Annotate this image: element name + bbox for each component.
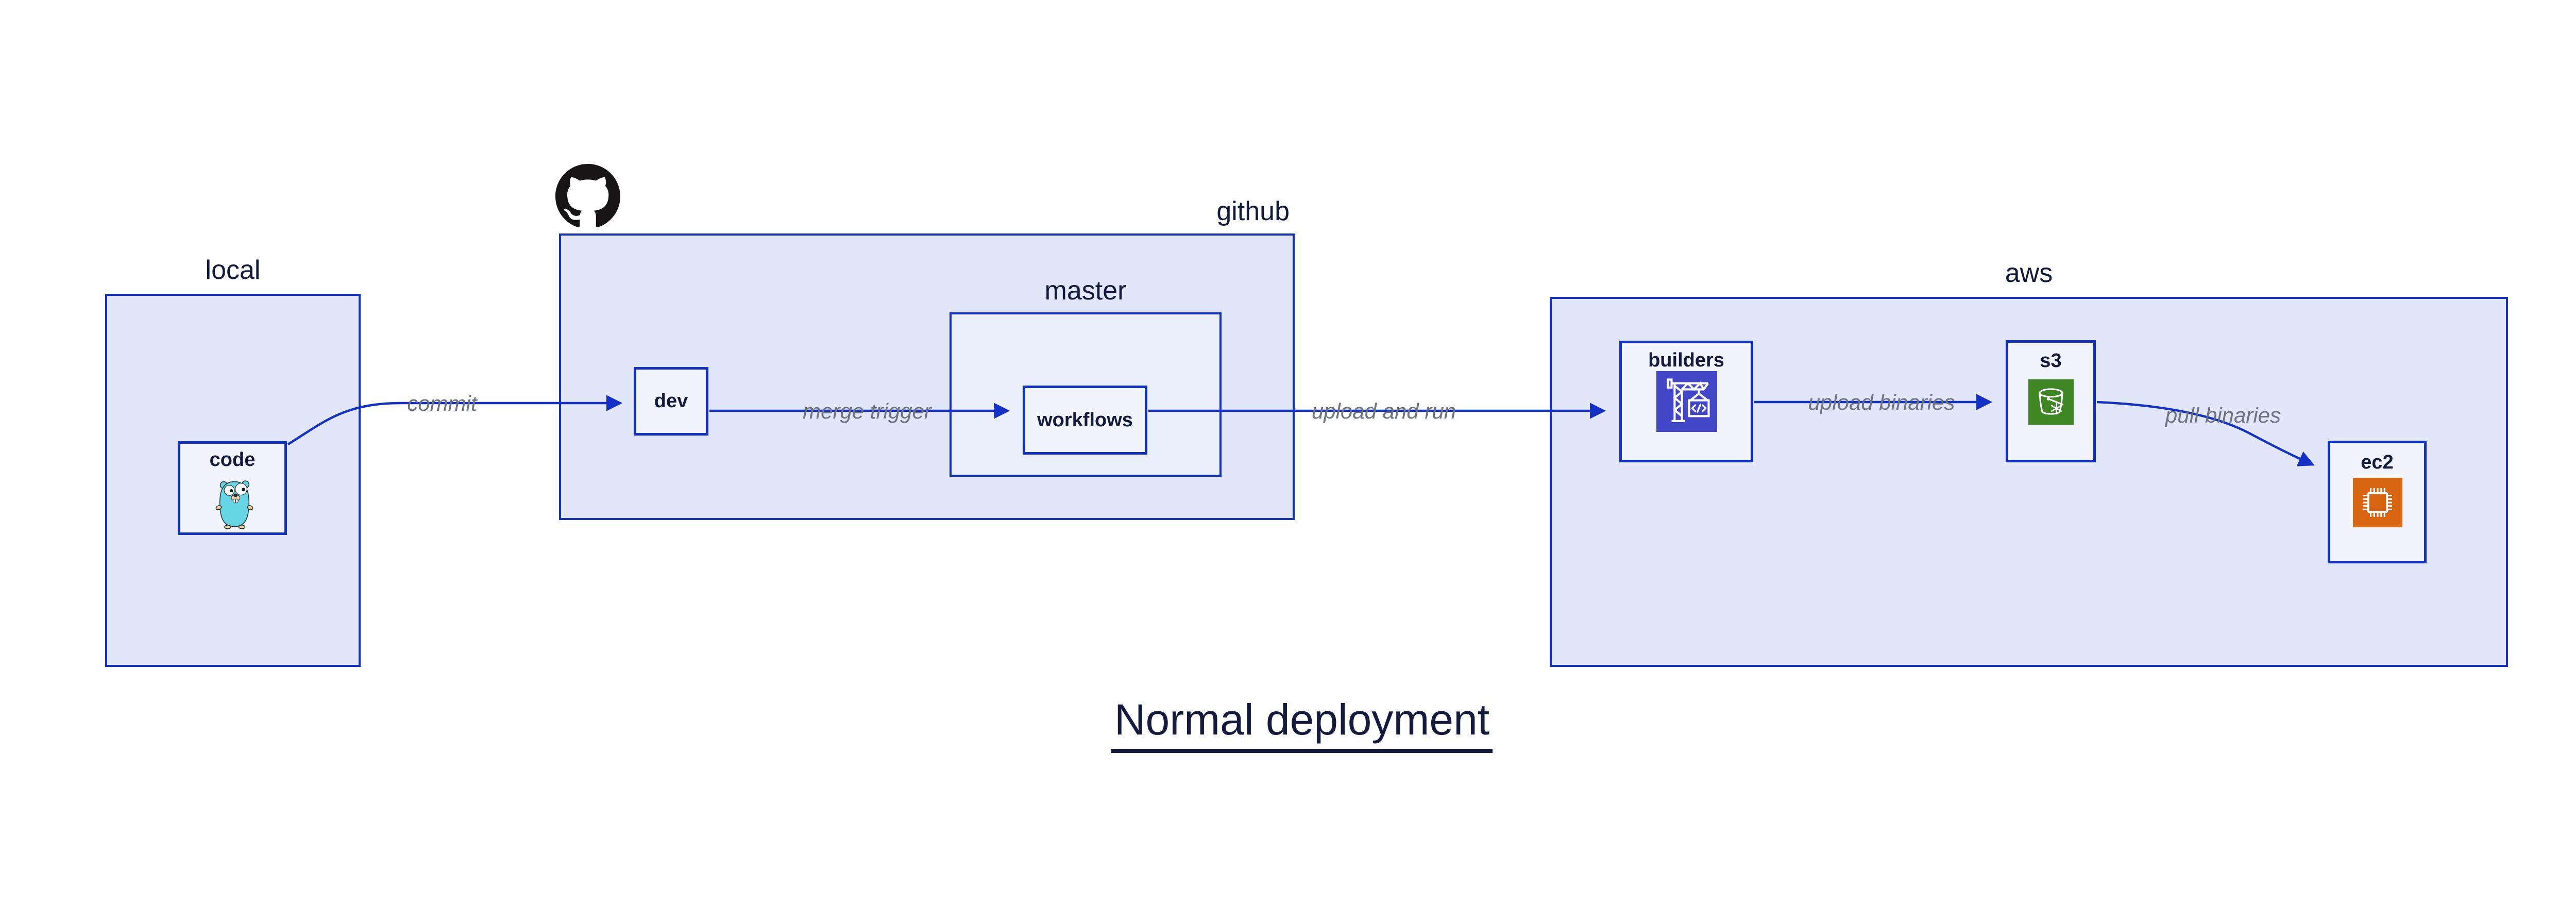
edge-label-commit: commit [407, 391, 478, 415]
group-github-label: github [1216, 196, 1290, 226]
group-aws-label: aws [2005, 258, 2053, 288]
codebuild-crane-icon [1656, 371, 1717, 432]
node-dev-label: dev [654, 390, 688, 412]
group-local-label: local [205, 255, 261, 285]
node-workflows: workflows [1023, 386, 1147, 455]
node-code-label: code [209, 449, 256, 471]
go-gopher-icon [215, 480, 253, 529]
github-octocat-icon [555, 164, 620, 227]
node-builders: builders [1619, 341, 1753, 462]
group-master-label: master [1044, 276, 1127, 306]
title-wrap: Normal deployment [0, 695, 2576, 753]
page-title: Normal deployment [1111, 695, 1493, 753]
edge-label-upload-and-run: upload and run [1312, 399, 1456, 423]
s3-bucket-icon [2028, 379, 2074, 425]
node-builders-label: builders [1648, 349, 1724, 371]
node-workflows-label: workflows [1037, 409, 1133, 431]
ec2-chip-icon [2353, 478, 2402, 527]
node-dev: dev [634, 367, 708, 436]
node-s3-label: s3 [2040, 350, 2062, 372]
node-ec2-label: ec2 [2361, 452, 2394, 473]
